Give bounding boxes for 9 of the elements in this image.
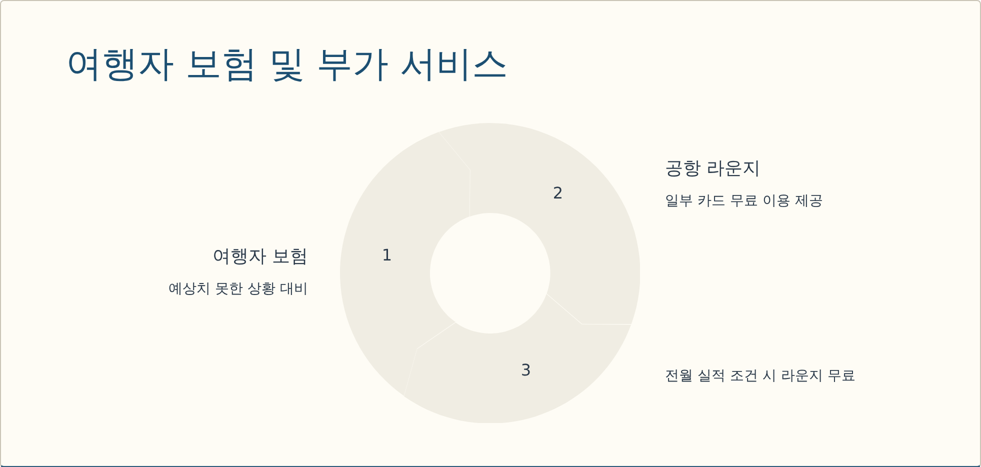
step-description: 일부 카드 무료 이용 제공	[665, 192, 823, 210]
step-title: 여행자 보험	[212, 245, 308, 268]
step-number: 3	[520, 360, 532, 380]
step-title: 공항 라운지	[665, 157, 761, 180]
step-number: 1	[382, 245, 392, 264]
title: 여행자 보험 및 부가 서비스	[66, 43, 508, 87]
step-description: 예상치 못한 상황 대비	[168, 280, 308, 298]
step-description: 전월 실적 조건 시 라운지 무료	[665, 367, 856, 385]
step-number: 2	[552, 183, 564, 202]
